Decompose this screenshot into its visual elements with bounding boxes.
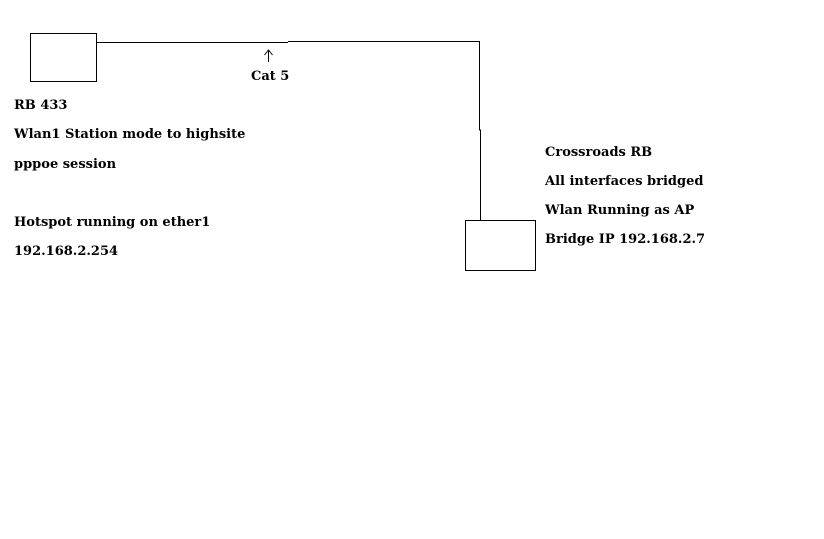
left-device-box bbox=[30, 33, 97, 82]
right-device-bridge: All interfaces bridged bbox=[545, 174, 704, 189]
left-device-wlan: Wlan1 Station mode to highsite bbox=[14, 127, 246, 142]
right-device-box bbox=[465, 220, 536, 271]
left-device-ip: 192.168.2.254 bbox=[14, 244, 119, 259]
right-device-name: Crossroads RB bbox=[545, 145, 653, 160]
cable-label: Cat 5 bbox=[251, 69, 290, 84]
arrow-up-icon bbox=[264, 49, 273, 62]
right-device-wlan: Wlan Running as AP bbox=[545, 203, 695, 218]
right-device-ip: Bridge IP 192.168.2.7 bbox=[545, 232, 706, 247]
left-device-pppoe: pppoe session bbox=[14, 157, 117, 172]
cat5-cable-line-2 bbox=[288, 41, 481, 220]
left-device-hotspot: Hotspot running on ether1 bbox=[14, 215, 211, 230]
left-device-name: RB 433 bbox=[14, 98, 68, 113]
